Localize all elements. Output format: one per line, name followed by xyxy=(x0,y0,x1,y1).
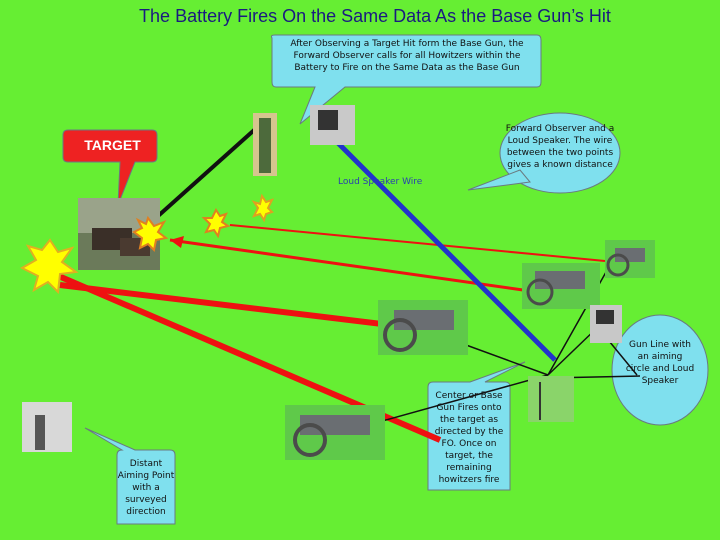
fo-observation-arrow xyxy=(146,121,264,227)
howitzer-gun-1 xyxy=(605,240,655,278)
fo-speaker-text: Forward Observer and a Loud Speaker. The… xyxy=(505,124,615,170)
burst-target xyxy=(132,215,169,253)
forward-observer-photo xyxy=(253,113,277,176)
aiming-point-photo xyxy=(22,402,72,452)
trajectory-lines xyxy=(38,224,606,443)
howitzer-gun-2 xyxy=(522,263,600,309)
howitzer-gun-4 xyxy=(285,405,385,460)
aiming-point-callout xyxy=(84,427,176,525)
gun-line-text: Gun Line with an aiming circle and Loud … xyxy=(625,340,695,386)
fo-calls-callout xyxy=(270,34,542,125)
gun-line-speaker-photo xyxy=(590,305,622,343)
speaker-wire xyxy=(316,121,557,362)
fo-speaker-callout xyxy=(467,112,621,194)
howitzer-gun-3-base xyxy=(378,300,468,355)
aiming-point-text: Distant Aiming Point with a surveyed dir… xyxy=(117,459,175,517)
fo-calls-text: After Observing a Target Hit form the Ba… xyxy=(290,39,524,73)
gun-line-callout xyxy=(611,314,709,426)
diagram-title: The Battery Fires On the Same Data As th… xyxy=(139,6,611,26)
burst-small-2 xyxy=(251,193,274,223)
loud-speaker-photo xyxy=(310,105,355,145)
speaker-wire-label: Loud Speaker Wire xyxy=(338,177,423,187)
aiming-circle-photo xyxy=(528,376,574,422)
target-label: TARGET xyxy=(84,137,141,153)
burst-small-1 xyxy=(201,208,231,239)
base-gun-callout xyxy=(427,361,526,491)
target-callout xyxy=(62,129,158,206)
burst-large xyxy=(19,238,79,295)
base-gun-text: Center or Base Gun Fires onto the target… xyxy=(434,391,504,485)
